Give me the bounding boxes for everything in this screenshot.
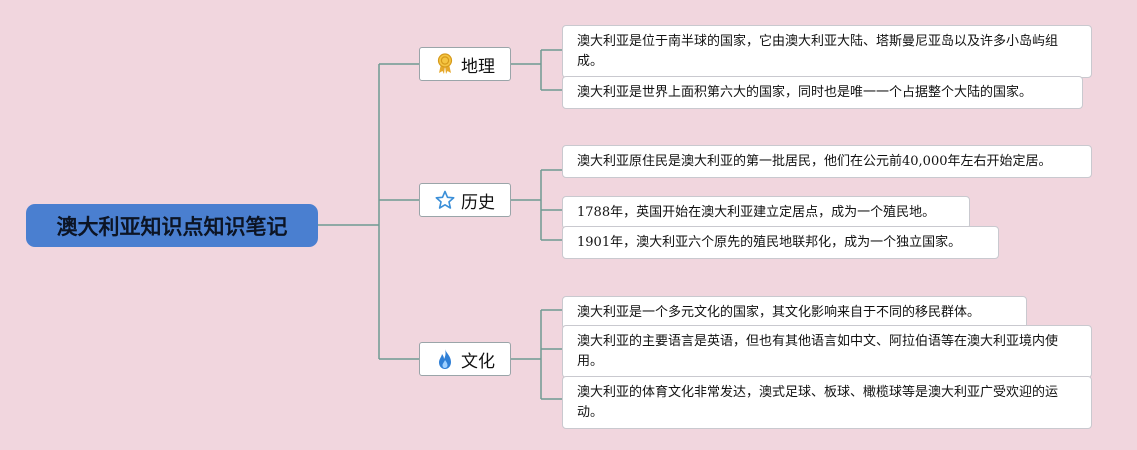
leaf-culture-1[interactable]: 澳大利亚是一个多元文化的国家，其文化影响来自于不同的移民群体。 (562, 296, 1027, 329)
award-ribbon-icon (435, 53, 455, 75)
leaf-geography-1[interactable]: 澳大利亚是位于南半球的国家，它由澳大利亚大陆、塔斯曼尼亚岛以及许多小岛屿组成。 (562, 25, 1092, 78)
leaf-culture-3[interactable]: 澳大利亚的体育文化非常发达，澳式足球、板球、橄榄球等是澳大利亚广受欢迎的运动。 (562, 376, 1092, 429)
star-outline-icon (435, 189, 455, 211)
leaf-history-2[interactable]: 1788年，英国开始在澳大利亚建立定居点，成为一个殖民地。 (562, 196, 970, 229)
branch-geography-label: 地理 (461, 56, 495, 77)
leaf-text: 澳大利亚是世界上面积第六大的国家，同时也是唯一一个占据整个大陆的国家。 (577, 85, 1033, 100)
flame-icon (435, 348, 455, 370)
branch-culture-label: 文化 (461, 351, 495, 372)
leaf-text: 澳大利亚是位于南半球的国家，它由澳大利亚大陆、塔斯曼尼亚岛以及许多小岛屿组成。 (577, 34, 1059, 69)
leaf-text: 澳大利亚是一个多元文化的国家，其文化影响来自于不同的移民群体。 (577, 305, 981, 320)
leaf-text: 1901年，澳大利亚六个原先的殖民地联邦化，成为一个独立国家。 (577, 235, 962, 250)
leaf-text: 澳大利亚的体育文化非常发达，澳式足球、板球、橄榄球等是澳大利亚广受欢迎的运动。 (577, 385, 1059, 420)
leaf-culture-2[interactable]: 澳大利亚的主要语言是英语，但也有其他语言如中文、阿拉伯语等在澳大利亚境内使用。 (562, 325, 1092, 378)
leaf-geography-2[interactable]: 澳大利亚是世界上面积第六大的国家，同时也是唯一一个占据整个大陆的国家。 (562, 76, 1083, 109)
branch-geography[interactable]: 地理 (419, 47, 511, 81)
leaf-text: 澳大利亚的主要语言是英语，但也有其他语言如中文、阿拉伯语等在澳大利亚境内使用。 (577, 334, 1059, 369)
leaf-text: 澳大利亚原住民是澳大利亚的第一批居民，他们在公元前40,000年左右开始定居。 (577, 154, 1052, 169)
leaf-text: 1788年，英国开始在澳大利亚建立定居点，成为一个殖民地。 (577, 205, 936, 220)
root-topic-label: 澳大利亚知识点知识笔记 (56, 214, 288, 239)
leaf-history-1[interactable]: 澳大利亚原住民是澳大利亚的第一批居民，他们在公元前40,000年左右开始定居。 (562, 145, 1092, 178)
branch-history[interactable]: 历史 (419, 183, 511, 217)
root-topic[interactable]: 澳大利亚知识点知识笔记 (26, 204, 318, 247)
leaf-history-3[interactable]: 1901年，澳大利亚六个原先的殖民地联邦化，成为一个独立国家。 (562, 226, 999, 259)
branch-culture[interactable]: 文化 (419, 342, 511, 376)
branch-history-label: 历史 (461, 192, 495, 213)
